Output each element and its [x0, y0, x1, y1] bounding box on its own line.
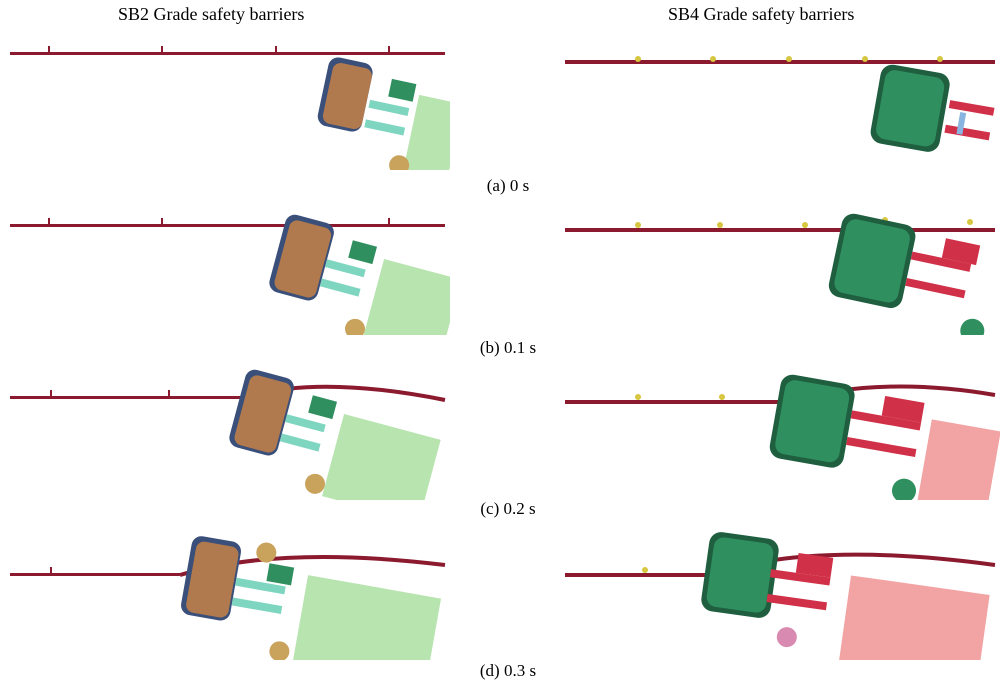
sb4-frame-d	[565, 532, 996, 660]
caption-d: (d) 0.3 s	[479, 661, 537, 680]
sb4-frame-a	[565, 56, 995, 152]
sb4-column-title: SB4 Grade safety barriers	[668, 4, 855, 24]
sb2-frame-d	[10, 536, 446, 660]
sb2-column-title: SB2 Grade safety barriers	[118, 4, 305, 24]
caption-c: (c) 0.2 s	[480, 499, 536, 518]
sb2-frame-a	[10, 46, 450, 170]
sb4-frame-c	[565, 374, 1000, 500]
sb2-frame-b	[10, 214, 450, 335]
sb2-frame-c	[10, 369, 446, 500]
caption-b: (b) 0.1 s	[479, 338, 537, 357]
caption-a: (a) 0 s	[486, 176, 530, 195]
sb4-frame-b	[565, 213, 995, 335]
